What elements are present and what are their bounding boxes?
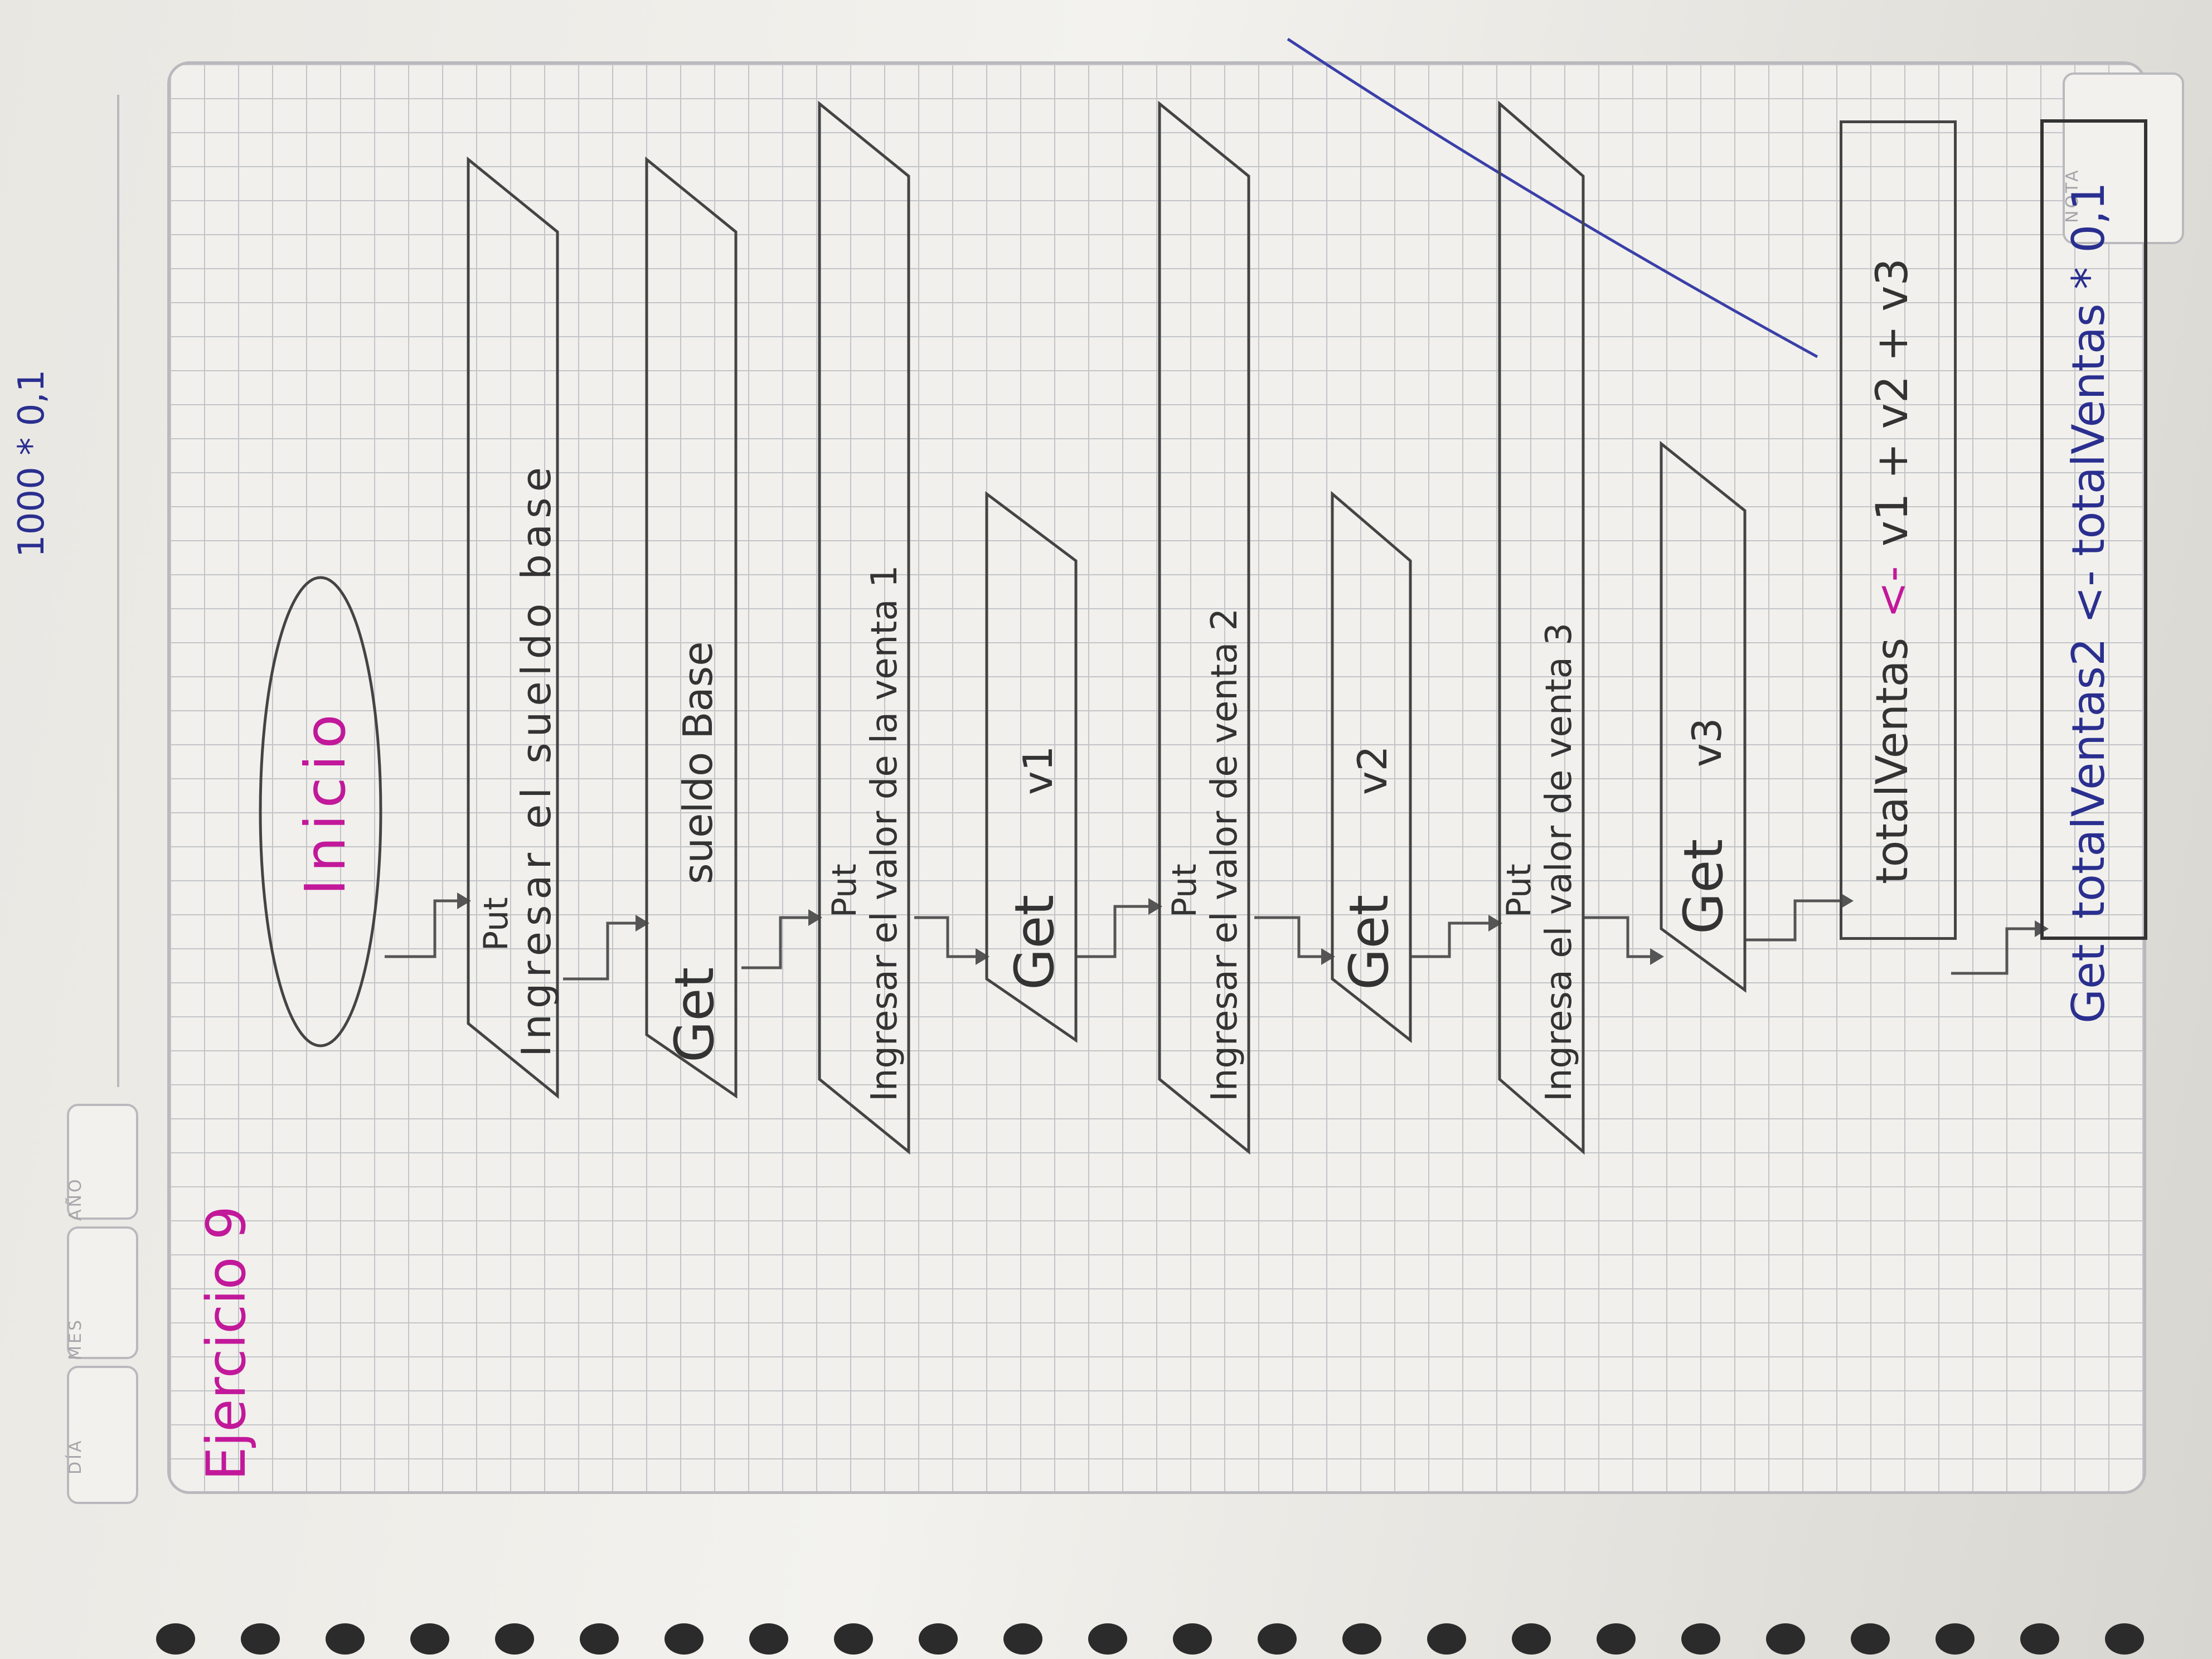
- io-6-kind: Get: [1338, 894, 1400, 990]
- binding-hole: [1597, 1623, 1636, 1655]
- process-2-lhs: totalVentas2: [2063, 637, 2114, 919]
- io-8-kind: Get: [1672, 838, 1735, 934]
- binding-hole: [326, 1623, 365, 1655]
- nota-box: [2063, 72, 2184, 244]
- process-2-arrow: <-: [2063, 570, 2114, 624]
- io-shape-8: [1660, 440, 1747, 993]
- process-1-lhs: totalVentas: [1867, 637, 1918, 884]
- header-line: [117, 95, 119, 1087]
- process-2-rhs: totalVentas * 0,1: [2063, 182, 2114, 556]
- binding-hole: [2020, 1623, 2059, 1655]
- binding-hole: [1258, 1623, 1297, 1655]
- io-3-text: Ingresar el valor de la venta 1: [864, 565, 905, 1102]
- io-4-kind: Get: [1003, 894, 1066, 990]
- binding-hole: [1427, 1623, 1466, 1655]
- binding-hole: [495, 1623, 534, 1655]
- spiral-binding: [0, 1617, 2212, 1659]
- io-shape-5: [1158, 100, 1250, 1155]
- grid-area: [167, 61, 2146, 1494]
- start-terminator: [259, 576, 382, 1047]
- io-5-text: Ingresar el valor de venta 2: [1204, 608, 1245, 1102]
- io-4-text: v1: [1015, 745, 1061, 795]
- io-shape-4: [985, 491, 1078, 1043]
- binding-hole: [1342, 1623, 1381, 1655]
- io-1-kind: Put: [477, 897, 516, 951]
- binding-hole: [410, 1623, 449, 1655]
- dia-box: [67, 1366, 138, 1504]
- io-1-text: Ingresar el sueldo base: [513, 462, 560, 1057]
- binding-hole: [1088, 1623, 1127, 1655]
- io-shape-1: [467, 156, 559, 1099]
- io-7-text: Ingresa el valor de venta 3: [1539, 623, 1580, 1102]
- io-shape-7: [1498, 100, 1585, 1155]
- binding-hole: [241, 1623, 280, 1655]
- blue-pen-stroke: [1287, 37, 1818, 358]
- process-2-prefix: Get: [2063, 944, 2114, 1023]
- binding-hole: [580, 1623, 619, 1655]
- binding-hole: [1003, 1623, 1042, 1655]
- binding-hole: [919, 1623, 958, 1655]
- binding-hole: [156, 1623, 195, 1655]
- binding-hole: [834, 1623, 873, 1655]
- io-7-kind: Put: [1500, 864, 1539, 918]
- process-2: Get totalVentas2 <- totalVentas * 0,1: [2063, 182, 2114, 1023]
- binding-hole: [749, 1623, 788, 1655]
- io-2-kind: Get: [663, 967, 726, 1063]
- io-shape-2: [645, 156, 738, 1099]
- binding-hole: [1173, 1623, 1212, 1655]
- io-3-kind: Put: [825, 864, 864, 918]
- process-1-arrow: <-: [1867, 566, 1918, 618]
- binding-hole: [664, 1623, 704, 1655]
- mes-box: [67, 1226, 138, 1359]
- io-shape-3: [818, 100, 910, 1155]
- binding-hole: [2105, 1623, 2144, 1655]
- binding-hole: [1851, 1623, 1890, 1655]
- io-2-text: sueldo Base: [675, 641, 721, 884]
- process-1: totalVentas <- v1 + v2 + v3: [1867, 258, 1918, 884]
- io-shape-6: [1331, 491, 1412, 1044]
- binding-hole: [1766, 1623, 1805, 1655]
- binding-hole: [1681, 1623, 1720, 1655]
- io-6-text: v2: [1349, 745, 1396, 795]
- binding-hole: [1936, 1623, 1975, 1655]
- process-1-rhs: v1 + v2 + v3: [1867, 258, 1918, 547]
- binding-hole: [1512, 1623, 1551, 1655]
- io-8-text: v3: [1684, 717, 1730, 767]
- ano-box: [67, 1104, 138, 1220]
- io-5-kind: Put: [1165, 864, 1204, 918]
